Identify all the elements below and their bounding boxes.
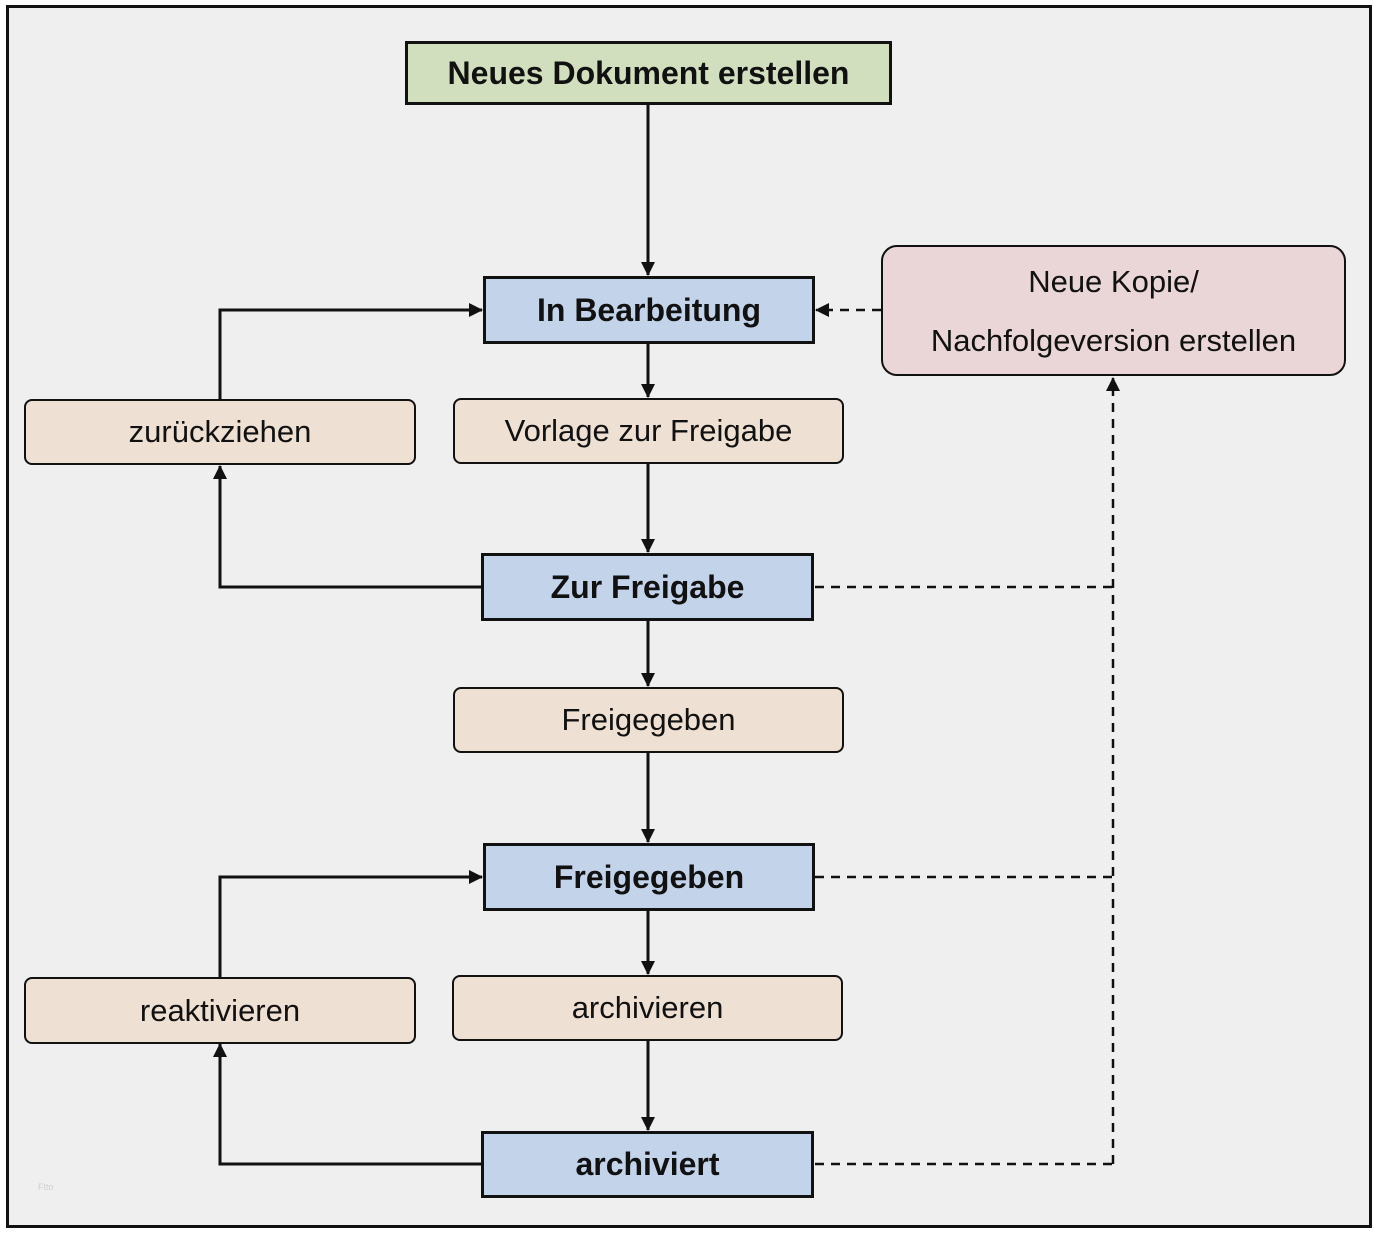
arrow-reaktivieren-to-freigegeben-state: [218, 870, 483, 978]
node-archivieren: archivieren: [452, 975, 843, 1041]
node-label: zurückziehen: [128, 414, 312, 449]
arrow-zur-freigabe-to-zurueckziehen: [213, 465, 482, 589]
arrow-zurueckziehen-to-in-bearbeitung: [218, 303, 483, 400]
node-label-line1: Neue Kopie/: [1028, 263, 1199, 299]
node-label: Zur Freigabe: [550, 568, 745, 605]
node-label: reaktivieren: [139, 992, 301, 1028]
node-label-line2: Nachfolgeversion erstellen: [930, 322, 1297, 358]
node-zurueckziehen: zurückziehen: [24, 399, 416, 465]
node-neues-dokument-erstellen: Neues Dokument erstellen: [405, 41, 892, 105]
node-label: In Bearbeitung: [536, 291, 761, 328]
node-vorlage-zur-freigabe: Vorlage zur Freigabe: [453, 398, 844, 464]
node-reaktivieren: reaktivieren: [24, 977, 416, 1044]
node-label: Freigegeben: [561, 702, 736, 737]
watermark: Ftto: [38, 1182, 54, 1192]
arrow-archiviert-to-reaktivieren: [213, 1043, 482, 1166]
node-label: archiviert: [575, 1146, 720, 1182]
node-zur-freigabe: Zur Freigabe: [481, 553, 814, 621]
node-label: Freigegeben: [553, 858, 745, 895]
node-label: Vorlage zur Freigabe: [504, 413, 793, 448]
node-archiviert: archiviert: [481, 1131, 814, 1198]
node-label: archivieren: [571, 990, 724, 1025]
node-in-bearbeitung: In Bearbeitung: [483, 276, 815, 344]
node-neue-kopie-nachfolgeversion: Neue Kopie/ Nachfolgeversion erstellen: [881, 245, 1346, 376]
node-freigegeben-state: Freigegeben: [483, 843, 815, 911]
node-label: Neues Dokument erstellen: [447, 54, 850, 91]
node-freigegeben-action: Freigegeben: [453, 687, 844, 753]
